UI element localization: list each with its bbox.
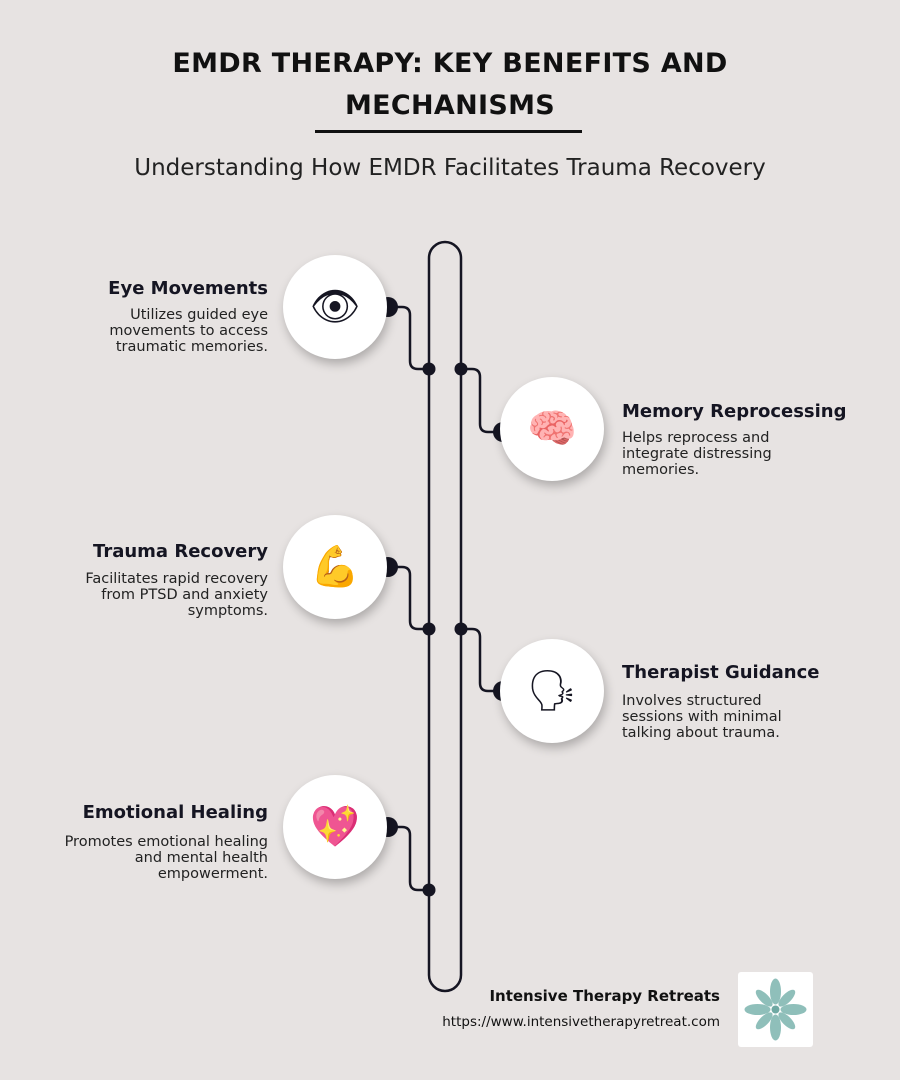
item-title-therapist-guidance: Therapist Guidance bbox=[622, 662, 820, 683]
speaking-head-icon: 🗣 bbox=[500, 639, 604, 743]
sparkling-heart-icon: 💖 bbox=[283, 775, 387, 879]
item-desc-therapist-guidance: Involves structured sessions with minima… bbox=[622, 693, 782, 741]
item-title-trauma-recovery: Trauma Recovery bbox=[93, 541, 268, 562]
eye-icon: 👁 bbox=[283, 255, 387, 359]
junction-emotional-healing bbox=[422, 883, 436, 897]
flexed-bicep-icon: 💪 bbox=[283, 515, 387, 619]
connector-emotional-healing bbox=[388, 825, 429, 892]
item-title-eye-movements: Eye Movements bbox=[108, 278, 268, 299]
item-desc-eye-movements: Utilizes guided eye movements to access … bbox=[109, 307, 268, 355]
organization-logo bbox=[738, 972, 813, 1047]
connector-trauma-recovery bbox=[388, 565, 429, 631]
junction-eye-movements bbox=[422, 362, 436, 376]
junction-trauma-recovery bbox=[422, 622, 436, 636]
junction-memory-reprocessing bbox=[454, 362, 468, 376]
connector-eye-movements bbox=[388, 305, 429, 371]
title-underline bbox=[315, 130, 582, 133]
brain-icon: 🧠 bbox=[500, 377, 604, 481]
connector-memory-reprocessing bbox=[461, 367, 503, 434]
connector-therapist-guidance bbox=[461, 627, 503, 693]
item-title-emotional-healing: Emotional Healing bbox=[82, 802, 268, 823]
item-desc-trauma-recovery: Facilitates rapid recovery from PTSD and… bbox=[85, 571, 268, 619]
item-desc-memory-reprocessing: Helps reprocess and integrate distressin… bbox=[622, 430, 772, 478]
page-title: EMDR THERAPY: KEY BENEFITS AND MECHANISM… bbox=[172, 48, 728, 121]
item-title-memory-reprocessing: Memory Reprocessing bbox=[622, 401, 847, 422]
page-subtitle: Understanding How EMDR Facilitates Traum… bbox=[134, 155, 766, 181]
footer-url[interactable]: https://www.intensivetherapyretreat.com bbox=[442, 1014, 720, 1030]
footer-organization: Intensive Therapy Retreats bbox=[489, 987, 720, 1005]
timeline-track bbox=[427, 240, 463, 993]
lotus-logo-icon bbox=[744, 978, 807, 1041]
item-desc-emotional-healing: Promotes emotional healing and mental he… bbox=[64, 834, 268, 882]
junction-therapist-guidance bbox=[454, 622, 468, 636]
